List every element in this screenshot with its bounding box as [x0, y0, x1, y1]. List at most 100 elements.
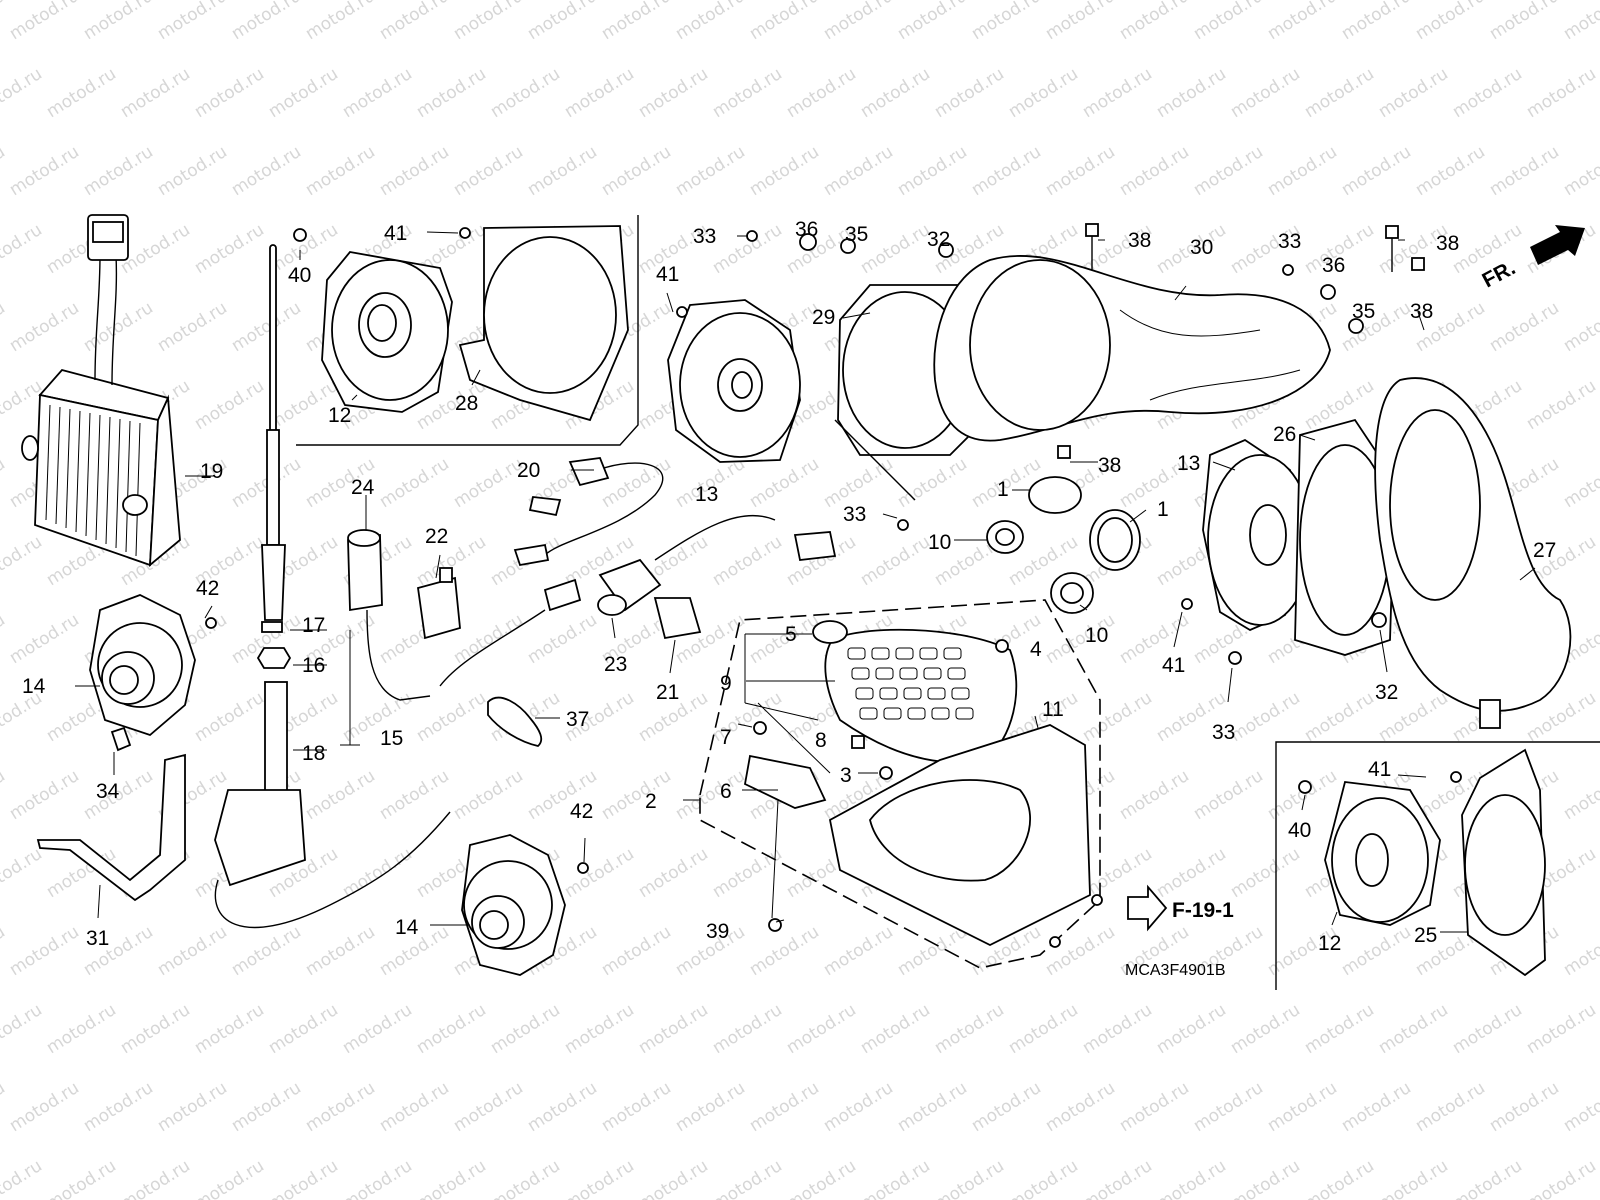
callout-38: 38: [1436, 232, 1459, 255]
watermark-text: motod.ru: [413, 1156, 490, 1200]
inset-frame-top: [296, 215, 639, 446]
keypad-button-icon: [851, 667, 870, 680]
watermark-text: motod.ru: [117, 1156, 194, 1200]
watermark-text: motod.ru: [1449, 64, 1526, 122]
audio-housing-11: [828, 724, 1091, 947]
watermark-text: motod.ru: [1190, 766, 1267, 824]
watermark-text: motod.ru: [1227, 844, 1304, 902]
watermark-text: motod.ru: [1042, 0, 1119, 44]
speaker-inset-bottom-12: [1324, 781, 1441, 926]
callout-7: 7: [720, 726, 732, 749]
watermark-text: motod.ru: [154, 298, 231, 356]
speaker-bottom-14: [461, 834, 566, 976]
watermark-text: motod.ru: [1042, 1078, 1119, 1136]
keypad-button-icon: [947, 667, 966, 680]
watermark-text: motod.ru: [413, 64, 490, 122]
watermark-text: motod.ru: [746, 922, 823, 980]
watermark-text: motod.ru: [6, 1078, 83, 1136]
callout-41: 41: [656, 263, 679, 286]
callout-33: 33: [693, 225, 716, 248]
watermark-text: motod.ru: [857, 1156, 934, 1200]
watermark-text: motod.ru: [1338, 142, 1415, 200]
callout-38: 38: [1410, 300, 1433, 323]
callout-33: 33: [1212, 721, 1235, 744]
watermark-text: motod.ru: [857, 220, 934, 278]
watermark-text: motod.ru: [450, 766, 527, 824]
watermark-text: motod.ru: [265, 1000, 342, 1058]
watermark-text: motod.ru: [1227, 64, 1304, 122]
bracket-6: [743, 754, 827, 809]
callout-30: 30: [1190, 236, 1213, 259]
watermark-text: motod.ru: [302, 142, 379, 200]
watermark-text: motod.ru: [487, 1000, 564, 1058]
watermark-text: motod.ru: [746, 142, 823, 200]
watermark-text: motod.ru: [968, 142, 1045, 200]
watermark-text: motod.ru: [1338, 1078, 1415, 1136]
antenna-assembly: [214, 244, 451, 929]
watermark-text: motod.ru: [524, 1078, 601, 1136]
keypad-button-icon: [883, 707, 902, 720]
watermark-text: motod.ru: [1116, 142, 1193, 200]
watermark-text: motod.ru: [1449, 1156, 1526, 1200]
watermark-text: motod.ru: [154, 922, 231, 980]
watermark-text: motod.ru: [339, 1156, 416, 1200]
watermark-text: motod.ru: [1227, 1156, 1304, 1200]
watermark-text: motod.ru: [191, 1000, 268, 1058]
watermark-text: motod.ru: [820, 0, 897, 44]
callout-19: 19: [200, 460, 223, 483]
watermark-text: motod.ru: [80, 142, 157, 200]
watermark-text: motod.ru: [968, 1078, 1045, 1136]
watermark-text: motod.ru: [561, 64, 638, 122]
callout-9: 9: [720, 672, 732, 695]
watermark-text: motod.ru: [6, 766, 83, 824]
callout-13: 13: [1177, 452, 1200, 475]
watermark-text: motod.ru: [524, 610, 601, 668]
callout-10: 10: [1085, 624, 1108, 647]
watermark-text: motod.ru: [1560, 454, 1600, 512]
callout-12: 12: [1318, 932, 1341, 955]
watermark-text: motod.ru: [1412, 142, 1489, 200]
watermark-text: motod.ru: [376, 1078, 453, 1136]
watermark-text: motod.ru: [1116, 0, 1193, 44]
watermark-text: motod.ru: [228, 922, 305, 980]
watermark-text: motod.ru: [0, 532, 46, 590]
callout-13: 13: [695, 483, 718, 506]
watermark-text: motod.ru: [302, 0, 379, 44]
watermark-text: motod.ru: [1338, 0, 1415, 44]
watermark-text: motod.ru: [1005, 1000, 1082, 1058]
watermark-text: motod.ru: [1449, 1000, 1526, 1058]
keypad-button-icon: [859, 707, 878, 720]
watermark-text: motod.ru: [1523, 1000, 1600, 1058]
watermark-text: motod.ru: [302, 766, 379, 824]
bracket-28: [458, 225, 629, 422]
watermark-text: motod.ru: [1560, 766, 1600, 824]
callout-1: 1: [997, 478, 1009, 501]
watermark-text: motod.ru: [43, 1156, 120, 1200]
watermark-text: motod.ru: [117, 1000, 194, 1058]
watermark-text: motod.ru: [1560, 0, 1600, 44]
watermark-text: motod.ru: [1560, 298, 1600, 356]
watermark-text: motod.ru: [0, 1000, 46, 1058]
callout-38: 38: [1098, 454, 1121, 477]
reference-label: F-19-1: [1172, 899, 1234, 922]
reference-arrow: [1127, 884, 1168, 932]
watermark-text: motod.ru: [1560, 922, 1600, 980]
callout-15: 15: [380, 727, 403, 750]
watermark-text: motod.ru: [820, 922, 897, 980]
callout-32: 32: [927, 228, 950, 251]
watermark-text: motod.ru: [376, 766, 453, 824]
watermark-text: motod.ru: [413, 1000, 490, 1058]
callout-27: 27: [1533, 539, 1556, 562]
socket-24: [347, 529, 431, 701]
watermark-text: motod.ru: [487, 1156, 564, 1200]
watermark-text: motod.ru: [1523, 1156, 1600, 1200]
callout-20: 20: [517, 459, 540, 482]
callout-24: 24: [351, 476, 375, 499]
watermark-text: motod.ru: [80, 0, 157, 44]
watermark-text: motod.ru: [0, 1078, 9, 1136]
speaker-housing-30: [933, 255, 1331, 442]
callout-33: 33: [1278, 230, 1301, 253]
speaker-front-13: [667, 299, 801, 463]
watermark-text: motod.ru: [709, 532, 786, 590]
watermark-text: motod.ru: [672, 0, 749, 44]
